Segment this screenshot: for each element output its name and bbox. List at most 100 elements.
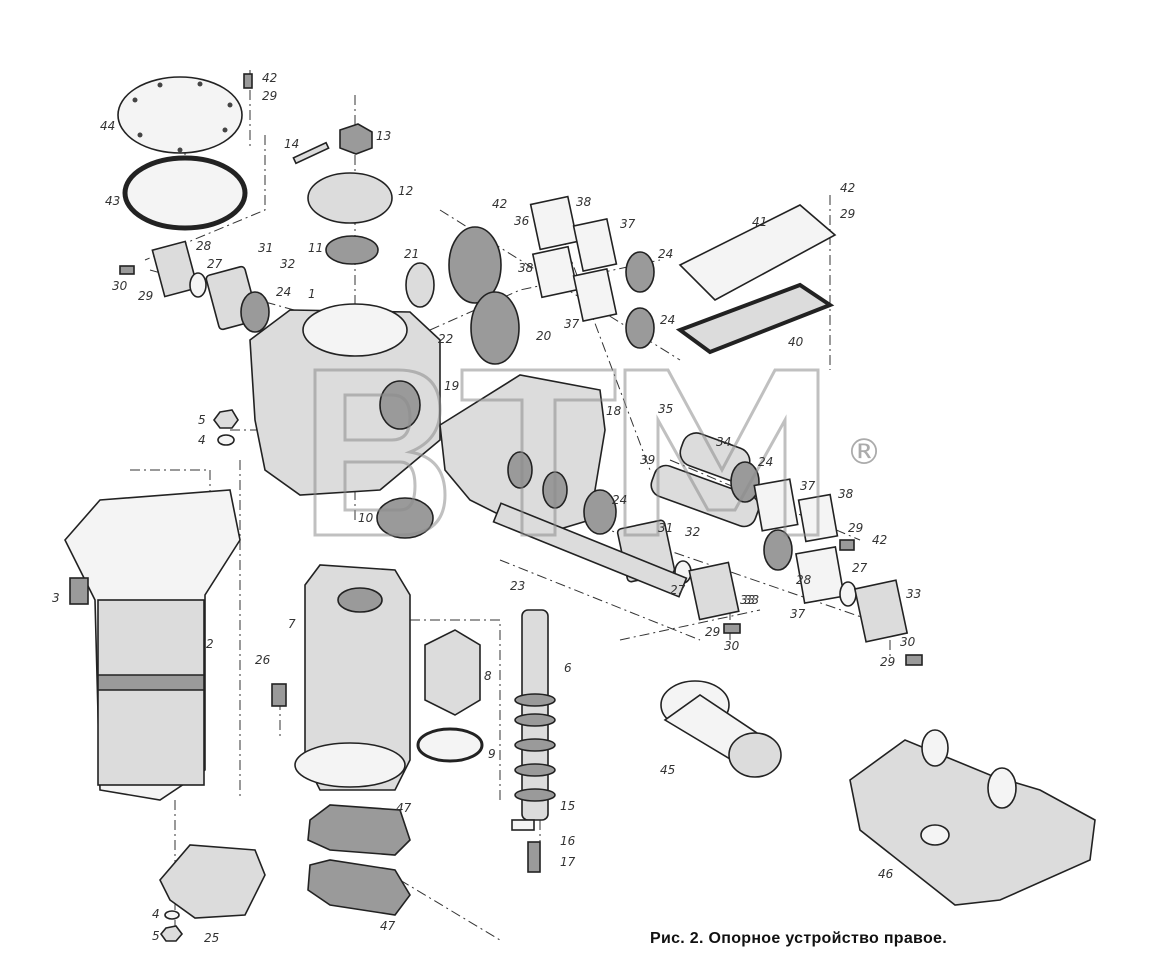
callout: 13 [376,129,391,143]
gasket-37d [795,545,845,605]
callout: 23 [510,579,525,593]
gasket-40 [675,282,835,355]
callout: 35 [658,402,673,416]
callout: 1 [308,287,316,301]
callout: 4 [198,433,206,447]
callout: 17 [560,855,576,869]
pin-14 [292,141,330,165]
callout: 30 [112,279,128,293]
callout: 21 [404,247,419,261]
callout: 33 [744,593,759,607]
cylinder-45 [660,680,782,778]
spline-shaft-23 [492,502,688,598]
plate-38b [531,245,579,299]
flange-28 [151,240,199,298]
sleeve-bore [337,587,383,613]
figure-caption: Рис. 2. Опорное устройство правое. [650,930,947,947]
bearing-24b [625,251,655,293]
bolt-26 [271,683,287,707]
screw-threads [514,693,556,802]
washer-4b [164,910,180,920]
callout: 38 [838,487,854,501]
housing-bore [302,303,408,357]
plug-3 [69,577,89,605]
callout: 45 [660,763,675,777]
bracket-25 [159,844,266,919]
support-lug-hole-a [921,729,949,767]
callout: 28 [796,573,812,587]
support-lug-hole-b [987,767,1017,809]
callout: 41 [752,215,767,229]
callout: 5 [152,929,160,943]
callout: 12 [398,184,413,198]
callout: 2 [206,637,214,651]
bearing-11 [325,235,379,265]
callout: 19 [444,379,459,393]
callout: 29 [138,289,153,303]
callout: 43 [105,194,120,208]
callout: 25 [204,931,219,945]
callout: 32 [280,257,295,271]
flange-33c [853,579,909,643]
gasket-37c [753,478,799,532]
callout: 42 [492,197,507,211]
bushing-47b [307,859,411,916]
bushing-47a [307,804,411,856]
callout: 44 [100,119,115,133]
callout: 37 [790,607,806,621]
bearing-24d [730,461,760,503]
callout: 24 [658,247,673,261]
callout-labels: 42 29 44 43 14 13 12 11 1 28 27 31 32 24… [52,71,921,945]
plate-38a [529,195,579,251]
cover-plate-holes [132,81,233,153]
callout: 9 [488,747,496,761]
bolt-30c [905,654,923,666]
callout: 34 [716,435,731,449]
support-46 [849,739,1096,906]
callout: 37 [800,479,816,493]
callout: 47 [380,919,396,933]
block-8 [424,629,481,716]
column-body-2 [97,599,205,786]
bearing-24f [763,529,793,571]
callout: 28 [196,239,212,253]
bevel-gear-12 [307,172,393,224]
callout: 3 [52,591,60,605]
callout: 33 [906,587,921,601]
thrust-bearing-10 [376,497,434,539]
bolt-30a [119,265,135,275]
washer-15 [511,819,535,831]
callout: 24 [612,493,627,507]
oring-27a [189,272,207,298]
column-band [97,674,205,691]
cover-41 [678,204,837,301]
support-base-hole [920,824,950,846]
callout: 38 [576,195,592,209]
callout: 37 [564,317,580,331]
oring-27b [839,581,857,607]
gear-22 [470,291,520,365]
callout: 26 [255,653,271,667]
callout: 22 [438,332,453,346]
gear-hub-36 [448,226,502,304]
gasket-37b [572,268,618,322]
washer-4a [217,434,235,446]
callout: 42 [262,71,277,85]
nut-5a [213,409,239,429]
callout: 6 [564,661,572,675]
callout: 5 [198,413,206,427]
bearing-24e [583,489,617,535]
callout: 31 [658,521,673,535]
gasket-37a [572,218,618,272]
callout: 30 [900,635,916,649]
callout: 37 [620,217,636,231]
callout: 30 [724,639,740,653]
callout: 11 [308,241,323,255]
watermark-logo [313,368,820,537]
flange-33b [688,561,740,621]
bolt-30b [723,623,741,634]
callout: 29 [262,89,277,103]
watermark-registered-mark: ® [846,432,882,473]
sleeve-base [294,742,406,788]
